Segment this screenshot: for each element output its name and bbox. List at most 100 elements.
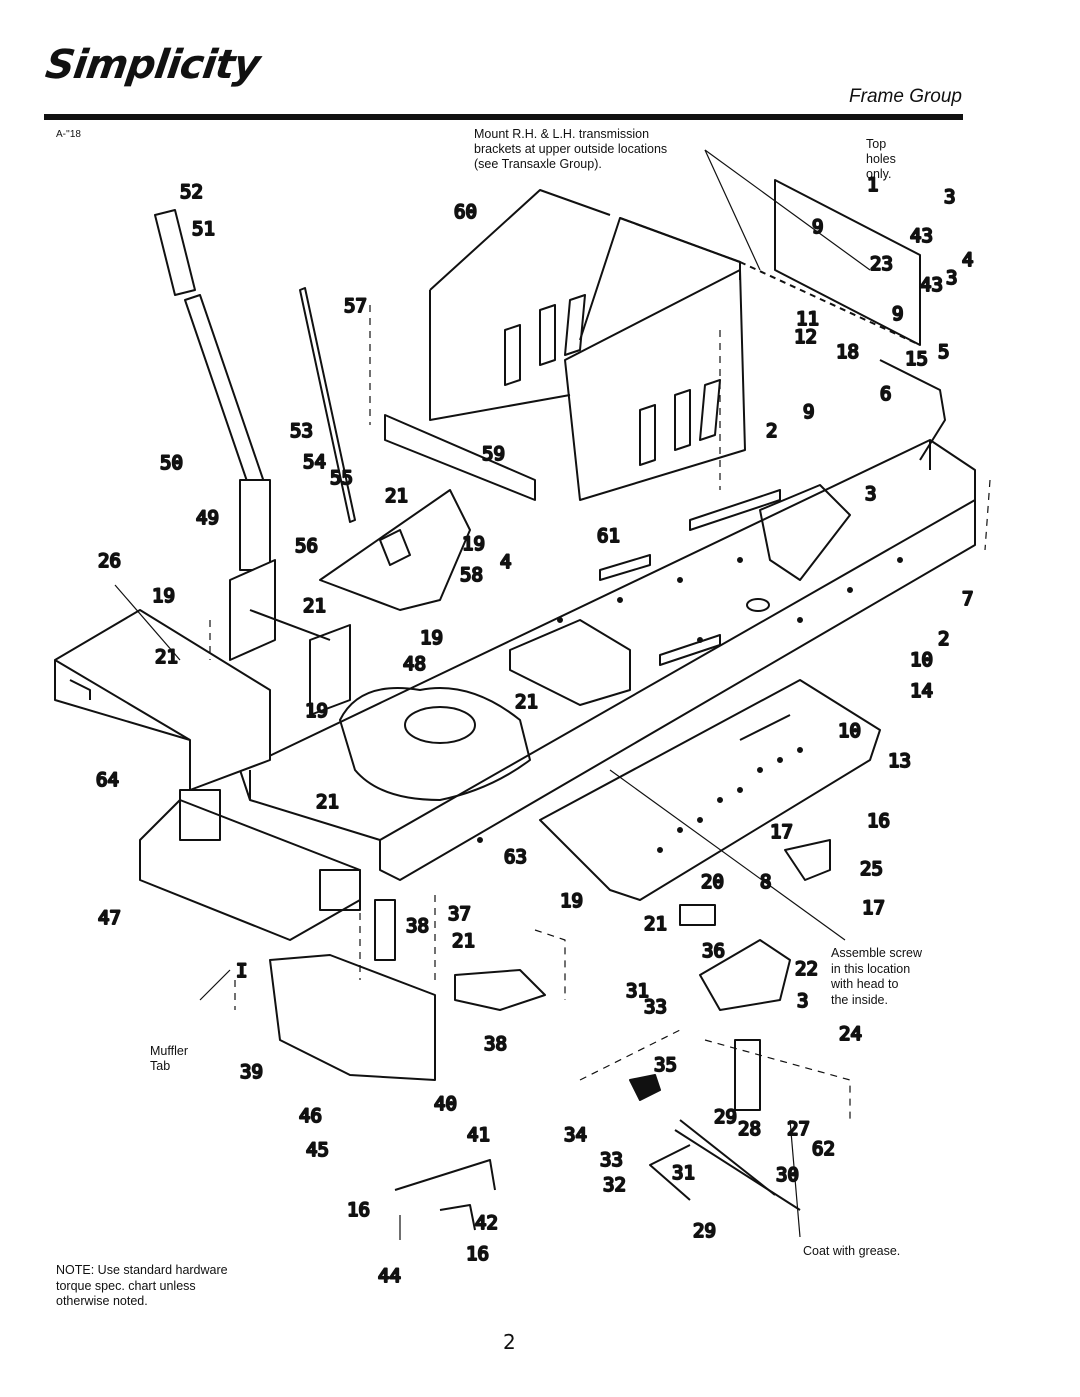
transmission-note-line: (see Transaxle Group). [474,157,602,171]
part-number-label: 38 [484,1033,507,1055]
part-number-label: 3 [944,186,955,208]
part-number-label: 3 [946,267,957,289]
part-number-label: 17 [862,897,885,919]
part-number-label: 33 [644,996,667,1018]
part-number-label: 27 [787,1118,810,1140]
part-number-label: 11 [796,308,819,330]
part-number-label: 1 [867,174,878,196]
part-number-label: 40 [434,1093,457,1115]
part-number-label: 2 [938,628,949,650]
assemble-note-line: Assemble screw [831,946,922,960]
part-number-label: 58 [460,564,483,586]
part-number-label: 36 [702,940,725,962]
part-number-label: 21 [644,913,667,935]
part-number-label: 9 [803,401,814,423]
grease-note: Coat with grease. [803,1244,901,1258]
part-number-label: 64 [96,769,119,791]
seat-panel [429,189,746,501]
part-number-label: 43 [920,274,943,296]
part-number-label: 55 [330,467,353,489]
muffler-note-line: Muffler [150,1044,188,1058]
assemble-note-line: in this location [831,961,911,976]
part-number-label: 17 [770,821,793,843]
part-number-label: 29 [714,1106,737,1128]
part-number-label: 56 [295,535,318,557]
assemble-note-line: the inside. [831,992,888,1007]
part-number-label: 30 [776,1164,799,1186]
part-number-label: 6 [880,383,891,405]
hardware-note-line: otherwise noted. [56,1294,148,1308]
part-number-label: 21 [316,791,339,813]
part-number-label: 61 [597,525,620,547]
part-number-label: 12 [794,326,817,348]
part-number-label: 29 [693,1220,716,1242]
part-number-label: 43 [910,225,933,247]
part-number-label: 41 [467,1124,490,1146]
part-number-label: 19 [152,585,175,607]
page-number: 2 [503,1330,516,1354]
section-title: Frame Group [849,86,962,107]
part-number-label: 18 [836,341,859,363]
part-number-label: 19 [305,700,328,722]
part-number-label: 23 [870,253,893,275]
assembly-dashes [209,305,991,1120]
hardware-note: NOTE: Use standard hardware torque spec.… [56,1263,296,1310]
assemble-note-line: with head to [831,977,899,991]
part-number-label: 50 [160,452,183,474]
part-number-label: 38 [406,915,429,937]
part-number-label: 31 [672,1162,695,1184]
transmission-note-line: Mount R.H. & L.H. transmission [474,127,650,141]
part-number-label: 63 [504,846,527,868]
part-number-label: 31 [626,980,649,1002]
front-cover [54,609,271,791]
center-brackets [319,414,536,611]
part-number-label: 10 [910,649,933,671]
part-number-label: 13 [888,750,911,772]
part-number-label: 21 [452,930,475,952]
part-number-label: 24 [839,1023,862,1045]
linkage-rods [394,359,946,1231]
part-number-label: 4 [500,551,511,573]
part-number-label: 45 [306,1139,329,1161]
part-number-label: 33 [600,1149,623,1171]
part-number-label: 62 [812,1138,835,1160]
part-number-label: 3 [797,990,808,1012]
part-number-label: 21 [303,595,326,617]
part-number-label: 21 [385,485,408,507]
part-number-label: 39 [240,1061,263,1083]
part-number-label: 16 [466,1243,489,1265]
leader-lines [114,149,871,1240]
part-number-label: 28 [738,1118,761,1140]
muffler-tab-note: Muffler Tab [150,1044,188,1074]
part-number-label: 42 [475,1212,498,1234]
part-number-label: 59 [482,443,505,465]
part-number-label: 4 [962,249,973,271]
part-number-label: 57 [344,295,367,317]
part-number-label: 32 [603,1174,626,1196]
part-number-label: 21 [515,691,538,713]
part-number-label: 5 [938,341,949,363]
part-number-label: 25 [860,858,883,880]
document-number: A-''18 [56,129,81,140]
part-number-label: 34 [564,1124,587,1146]
part-number-label: 49 [196,507,219,529]
part-number-label: 37 [448,903,471,925]
part-number-label: 9 [892,303,903,325]
transmission-note: Mount R.H. & L.H. transmission brackets … [474,127,724,172]
assemble-screw-note: Assemble screw in this location with hea… [831,946,922,1008]
part-number-label: 16 [347,1199,370,1221]
part-number-label: 15 [905,348,928,370]
top-holes-line: only. [866,167,892,181]
part-number-label: 46 [299,1105,322,1127]
steering-bracket [229,559,351,716]
top-holes-line: Top [866,137,887,151]
foot-plate [539,679,881,901]
part-number-label: I [236,960,247,982]
lower-brackets [269,839,831,1111]
main-frame [239,439,976,881]
part-number-label: 3 [865,483,876,505]
part-number-label: 54 [303,451,326,473]
part-number-label: 9 [812,216,823,238]
